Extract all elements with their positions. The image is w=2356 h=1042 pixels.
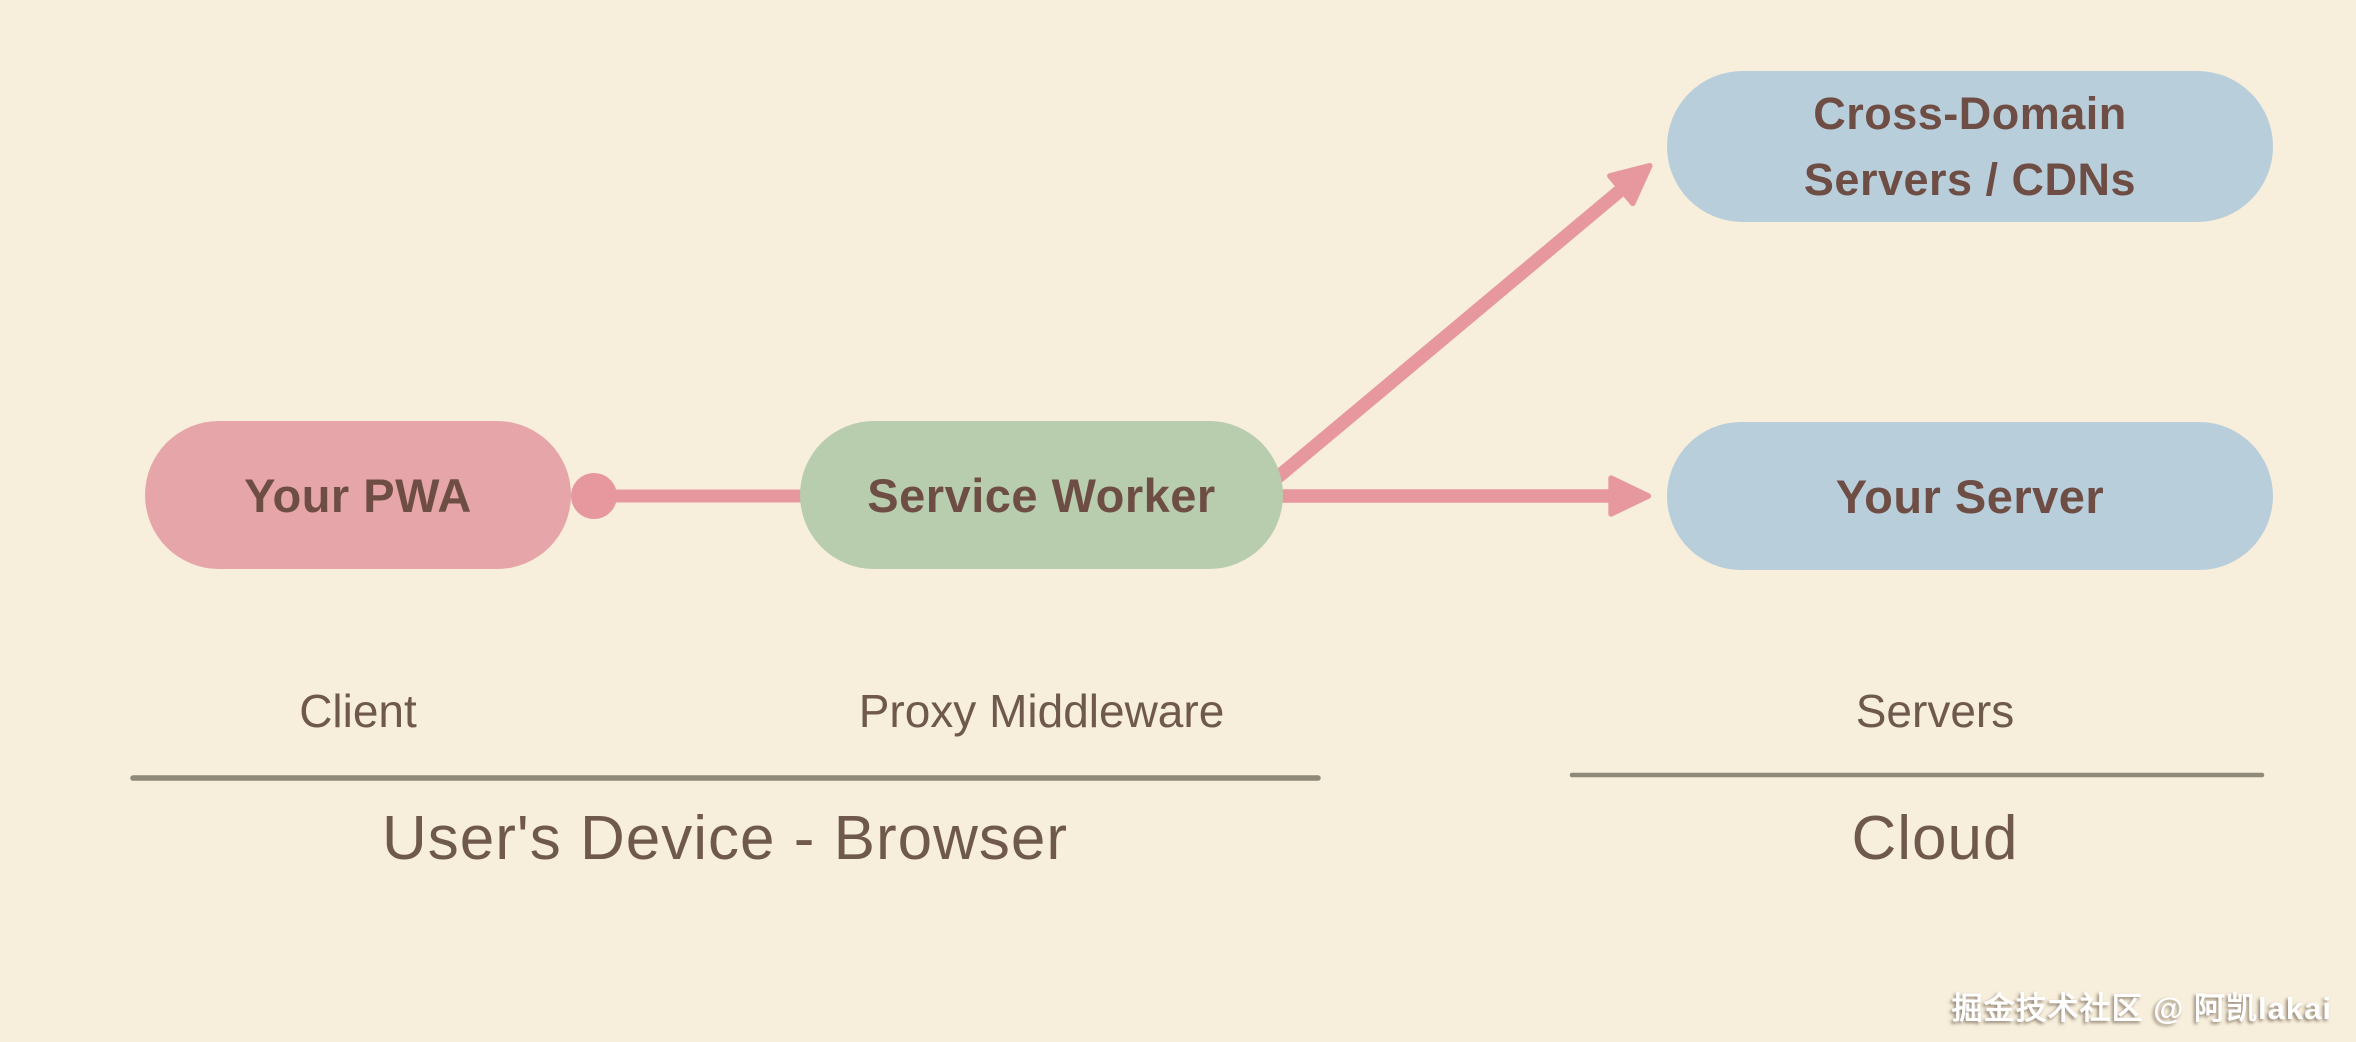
zone-label-users-device-browser: User's Device - Browser (382, 804, 1068, 873)
node-service-worker-label: Service Worker (867, 468, 1216, 522)
zone-label-cloud: Cloud (1851, 804, 2019, 873)
section-label-client: Client (299, 685, 417, 737)
node-cross-domain-label-line2: Servers / CDNs (1803, 153, 2137, 205)
section-label-proxy-middleware: Proxy Middleware (858, 685, 1225, 737)
node-cross-domain-servers: Cross-Domain Servers / CDNs (1667, 71, 2273, 222)
node-your-server-label: Your Server (1835, 469, 2105, 523)
node-cross-domain-label-line1: Cross-Domain (1813, 88, 2127, 140)
node-your-pwa: Your PWA (145, 421, 571, 569)
connector-dot (571, 473, 617, 519)
node-service-worker: Service Worker (800, 421, 1283, 569)
section-label-servers: Servers (1855, 685, 2015, 737)
arrow-service-worker-to-cross-domain (1267, 162, 1653, 488)
node-your-pwa-label: Your PWA (244, 468, 472, 522)
node-your-server: Your Server (1667, 422, 2273, 570)
watermark: 掘金技术社区 @ 阿凯lakai (1951, 991, 2332, 1026)
